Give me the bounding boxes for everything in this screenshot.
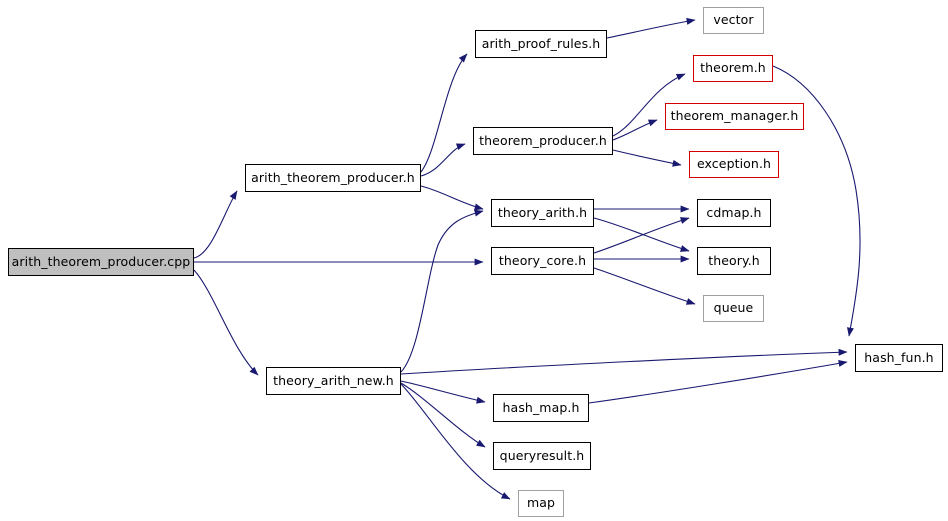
graph-node-arith_proof_rules_h[interactable]: arith_proof_rules.h xyxy=(475,30,607,58)
graph-node-theory_core_h[interactable]: theory_core.h xyxy=(491,247,594,275)
graph-node-label: theory_arith.h xyxy=(497,204,588,220)
graph-node-label: map xyxy=(526,495,556,511)
graph-edge-theorem_producer_h-to-exception_h xyxy=(612,149,682,167)
graph-edge-theory_arith_new_h-to-hash_map_h xyxy=(400,380,486,404)
graph-edge-theory_arith_new_h-to-hash_fun_h xyxy=(400,348,848,375)
graph-edge-theory_arith_new_h-to-theory_arith_h xyxy=(400,209,484,373)
graph-node-label: theorem_manager.h xyxy=(670,108,799,124)
graph-node-label: exception.h xyxy=(696,156,772,172)
graph-node-label: queue xyxy=(713,300,754,316)
graph-node-theorem_producer_h[interactable]: theorem_producer.h xyxy=(473,127,613,155)
graph-node-label: arith_theorem_producer.h xyxy=(251,169,415,185)
graph-edge-theory_arith_new_h-to-queryresult_h xyxy=(400,382,486,448)
graph-node-label: vector xyxy=(713,12,754,28)
graph-edge-arith_theorem_producer_h-to-theorem_producer_h xyxy=(420,143,466,177)
graph-edge-theory_arith_new_h-to-map xyxy=(400,383,511,500)
graph-node-label: theory_core.h xyxy=(498,252,587,268)
graph-edge-theorem_producer_h-to-theorem_manager_h xyxy=(612,119,658,141)
graph-node-cdmap_h[interactable]: cdmap.h xyxy=(697,199,771,227)
graph-node-label: queryresult.h xyxy=(499,447,585,463)
graph-node-label: arith_proof_rules.h xyxy=(481,35,601,51)
graph-node-theory_arith_new_h[interactable]: theory_arith_new.h xyxy=(266,367,401,395)
graph-node-hash_map_h[interactable]: hash_map.h xyxy=(493,394,589,422)
graph-node-label: hash_map.h xyxy=(502,399,580,415)
graph-edge-arith_theorem_producer_h-to-theory_arith_h xyxy=(420,185,484,211)
graph-node-label: arith_theorem_producer.cpp xyxy=(11,253,191,269)
graph-node-theory_h[interactable]: theory.h xyxy=(697,247,771,275)
graph-edge-hash_map_h-to-hash_fun_h xyxy=(588,359,848,404)
graph-node-label: theorem_producer.h xyxy=(479,132,607,148)
graph-node-arith_theorem_producer_cpp: arith_theorem_producer.cpp xyxy=(8,248,194,276)
graph-node-label: cdmap.h xyxy=(706,204,762,220)
graph-edge-theorem_producer_h-to-theorem_h xyxy=(612,73,686,137)
graph-edge-arith_theorem_producer_h-to-arith_proof_rules_h xyxy=(420,53,468,173)
graph-node-theorem_manager_h[interactable]: theorem_manager.h xyxy=(665,103,804,130)
graph-edge-theory_arith_h-to-theory_h xyxy=(593,217,690,252)
graph-edge-theory_core_h-to-queue xyxy=(593,267,696,305)
graph-node-queue[interactable]: queue xyxy=(703,295,764,322)
graph-edge-arith_theorem_producer_cpp-to-arith_theorem_producer_h xyxy=(193,190,238,259)
graph-node-label: theorem.h xyxy=(700,60,766,76)
graph-edge-theorem_h-to-hash_fun_h xyxy=(772,65,861,337)
graph-node-map[interactable]: map xyxy=(518,490,564,517)
graph-node-exception_h[interactable]: exception.h xyxy=(689,151,779,178)
graph-node-queryresult_h[interactable]: queryresult.h xyxy=(493,442,591,470)
graph-node-label: theory.h xyxy=(708,252,760,268)
graph-node-theory_arith_h[interactable]: theory_arith.h xyxy=(491,199,594,227)
graph-node-label: theory_arith_new.h xyxy=(273,372,394,388)
graph-edge-arith_proof_rules_h-to-vector xyxy=(606,17,696,39)
graph-node-theorem_h[interactable]: theorem.h xyxy=(693,55,773,82)
graph-node-arith_theorem_producer_h[interactable]: arith_theorem_producer.h xyxy=(245,164,421,192)
graph-edges xyxy=(193,17,861,500)
graph-node-vector[interactable]: vector xyxy=(703,7,764,34)
graph-node-hash_fun_h[interactable]: hash_fun.h xyxy=(855,344,943,372)
graph-edge-arith_theorem_producer_cpp-to-theory_arith_new_h xyxy=(193,269,259,376)
graph-node-label: hash_fun.h xyxy=(864,349,934,365)
graph-edge-theory_core_h-to-cdmap_h xyxy=(593,217,690,254)
